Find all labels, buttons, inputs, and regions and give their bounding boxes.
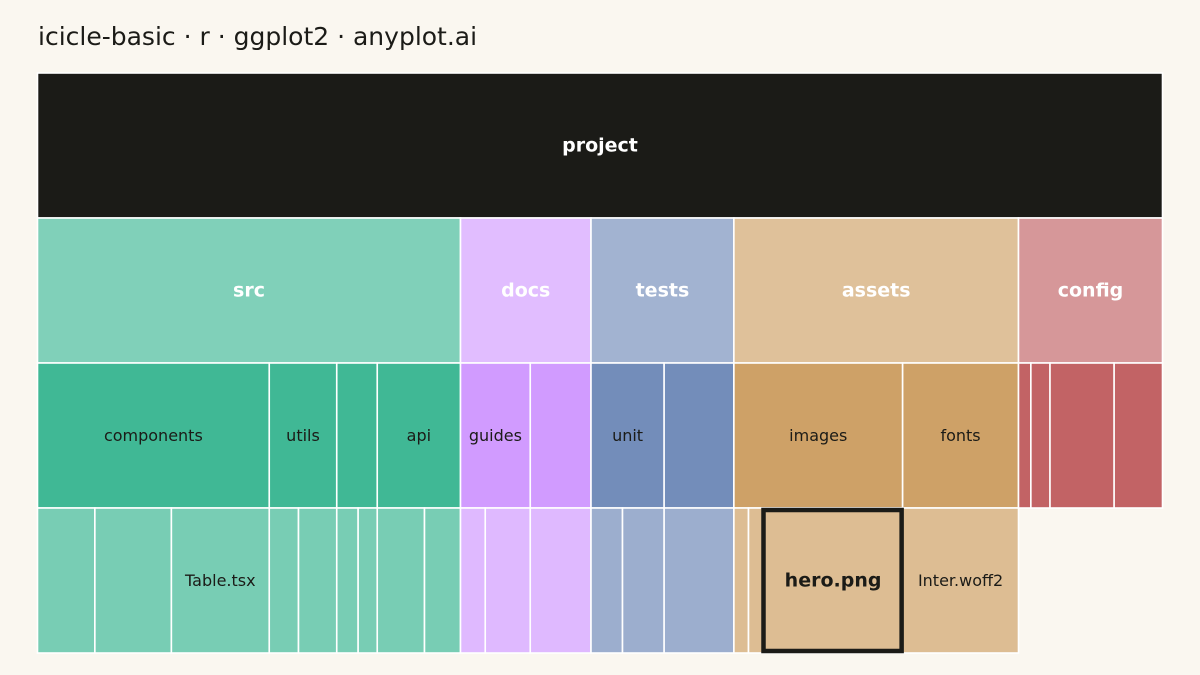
cell-utils-file-1[interactable] <box>268 507 300 654</box>
label-table-tsx: Table.tsx <box>184 571 256 590</box>
cell-tests-dir-2[interactable] <box>663 362 735 509</box>
label-config: config <box>1058 280 1124 302</box>
label-fonts: fonts <box>940 426 980 445</box>
label-api: api <box>407 426 431 445</box>
cell-fonts[interactable] <box>901 362 1020 509</box>
cell-docs-dir-2-file-1[interactable] <box>529 507 592 654</box>
cell-config-file-1[interactable] <box>1017 362 1032 509</box>
label-docs: docs <box>501 280 550 302</box>
label-unit: unit <box>612 426 643 445</box>
label-guides: guides <box>469 426 522 445</box>
cell-components[interactable] <box>36 362 271 509</box>
label-src: src <box>233 280 265 302</box>
cell-project[interactable] <box>36 72 1164 219</box>
label-components: components <box>104 426 203 445</box>
cell-config[interactable] <box>1017 217 1164 364</box>
label-images: images <box>789 426 847 445</box>
cell-utils-file-2[interactable] <box>297 507 338 654</box>
label-assets: assets <box>842 280 911 302</box>
cell-config-file-3[interactable] <box>1049 362 1115 509</box>
label-inter-woff2: Inter.woff2 <box>918 571 1003 590</box>
label-project: project <box>562 135 638 157</box>
cell-unit[interactable] <box>590 362 665 509</box>
cell-unit-file-2[interactable] <box>621 507 665 654</box>
label-hero-png: hero.png <box>785 570 882 592</box>
cell-api-file-1[interactable] <box>376 507 426 654</box>
cell-config-file-4[interactable] <box>1113 362 1164 509</box>
cell-src-dir-3[interactable] <box>335 362 379 509</box>
cell-config-file-2[interactable] <box>1030 362 1051 509</box>
cell-api-file-2[interactable] <box>423 507 462 654</box>
cell-table-tsx[interactable] <box>170 507 271 654</box>
label-tests: tests <box>636 280 690 302</box>
label-utils: utils <box>286 426 320 445</box>
cell-inter-woff2[interactable] <box>901 507 1020 654</box>
cell-tests[interactable] <box>590 217 735 364</box>
cell-unit-file-1[interactable] <box>590 507 624 654</box>
cell-src-dir-3-file-1[interactable] <box>335 507 359 654</box>
cell-components-file-1[interactable] <box>36 507 96 654</box>
cell-src-dir-3-file-2[interactable] <box>357 507 379 654</box>
cell-guides-file-1[interactable] <box>459 507 487 654</box>
cell-components-file-2[interactable] <box>94 507 173 654</box>
cell-docs[interactable] <box>459 217 592 364</box>
cell-hero-png[interactable] <box>747 507 904 654</box>
cell-docs-dir-2[interactable] <box>529 362 592 509</box>
cell-tests-dir-2-file-1[interactable] <box>663 507 735 654</box>
cell-guides[interactable] <box>459 362 532 509</box>
chart-title: icicle-basic · r · ggplot2 · anyplot.ai <box>38 22 478 51</box>
cell-src[interactable] <box>36 217 462 364</box>
cell-guides-file-2[interactable] <box>484 507 532 654</box>
highlight-border <box>761 507 904 654</box>
cell-images[interactable] <box>733 362 904 509</box>
cell-images-file-1[interactable] <box>733 507 750 654</box>
